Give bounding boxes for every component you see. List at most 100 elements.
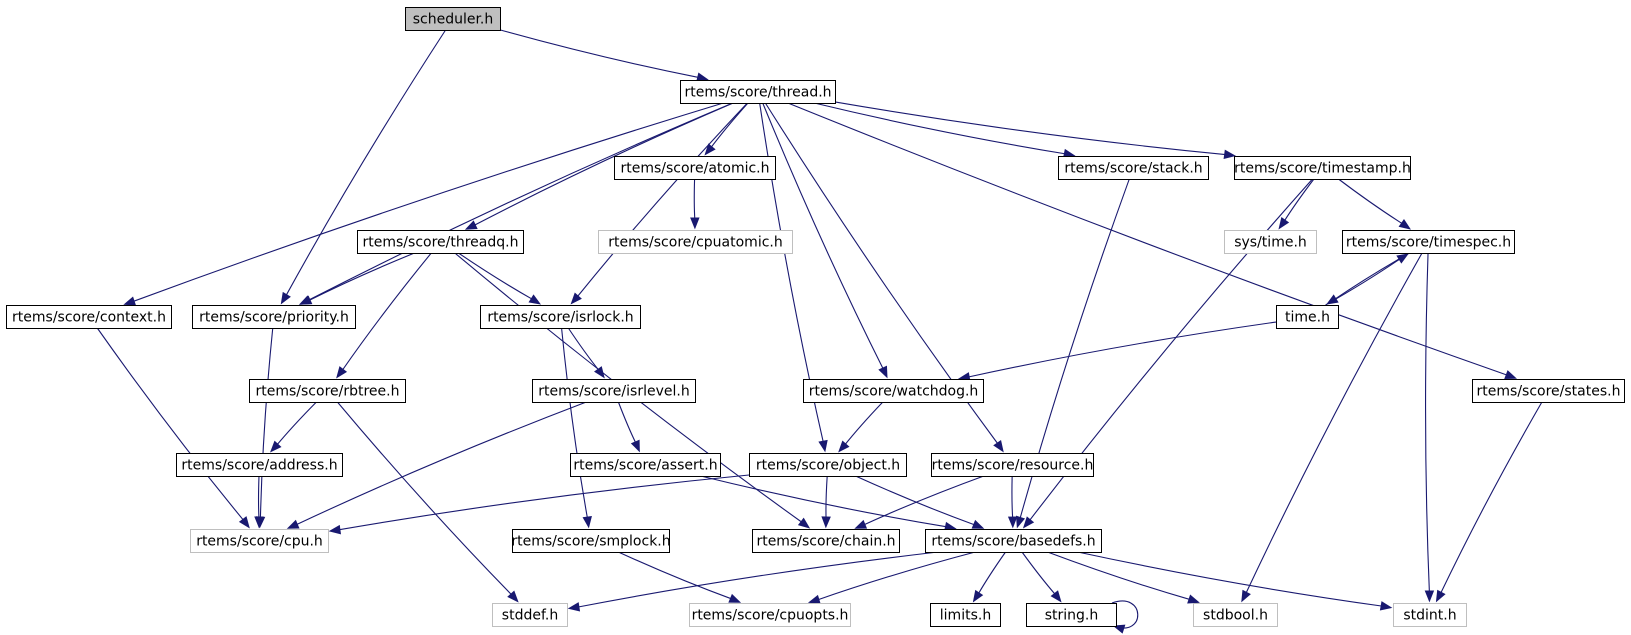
edge-arrowhead	[570, 292, 582, 305]
node-isrlock[interactable]: rtems/score/isrlock.h	[480, 305, 641, 329]
edge-basedefs-to-cpuopts	[807, 551, 976, 604]
node-assert[interactable]: rtems/score/assert.h	[570, 453, 721, 477]
node-limits[interactable]: limits.h	[930, 603, 1001, 627]
edge-basedefs-to-limits	[972, 551, 1006, 603]
node-watchdog[interactable]: rtems/score/watchdog.h	[803, 379, 984, 403]
node-label: rtems/score/timespec.h	[1346, 235, 1511, 251]
node-box	[680, 80, 836, 104]
node-label: rtems/score/timestamp.h	[1234, 161, 1411, 177]
edge-line	[977, 551, 1006, 595]
edge-line	[618, 551, 733, 600]
node-box	[1193, 603, 1278, 627]
edge-arrowhead	[728, 593, 742, 603]
edge-arrowhead	[993, 440, 1004, 453]
edge-rbtree-to-stddef	[336, 401, 519, 603]
node-basedefs[interactable]: rtems/score/basedefs.h	[925, 529, 1102, 553]
node-priority[interactable]: rtems/score/priority.h	[192, 305, 356, 329]
node-label: rtems/score/address.h	[181, 458, 337, 474]
node-timestamp[interactable]: rtems/score/timestamp.h	[1234, 156, 1411, 180]
node-label: limits.h	[940, 608, 991, 624]
edge-arrowhead	[336, 366, 348, 379]
edge-arrowhead	[1241, 589, 1251, 603]
edge-line	[96, 327, 245, 522]
edge-basedefs-to-stdbool	[1047, 551, 1200, 604]
node-cpu[interactable]: rtems/score/cpu.h	[190, 529, 329, 553]
node-label: rtems/score/cpu.h	[196, 534, 323, 550]
node-box	[614, 156, 776, 180]
node-states[interactable]: rtems/score/states.h	[1472, 379, 1625, 403]
edge-arrowhead	[1398, 218, 1411, 230]
node-string[interactable]: string.h	[1026, 603, 1117, 627]
node-label: rtems/score/resource.h	[932, 458, 1094, 474]
node-label: rtems/score/priority.h	[199, 310, 349, 326]
edge-string-to-string	[1111, 600, 1139, 634]
edge-line	[1077, 551, 1384, 607]
edge-thread-to-watchdog	[762, 102, 888, 379]
edge-scheduler-to-priority	[280, 29, 447, 305]
edge-line	[561, 327, 589, 520]
edge-arrowhead	[280, 291, 291, 305]
edge-arrowhead	[1379, 601, 1393, 611]
node-stdint[interactable]: stdint.h	[1393, 603, 1467, 627]
node-label: rtems/score/atomic.h	[620, 161, 769, 177]
node-box	[192, 305, 356, 329]
node-threadq[interactable]: rtems/score/threadq.h	[357, 230, 524, 254]
edge-arrowhead	[270, 440, 282, 453]
node-smplock[interactable]: rtems/score/smplock.h	[511, 529, 671, 553]
node-box	[598, 230, 793, 254]
node-label: rtems/score/stack.h	[1064, 161, 1202, 177]
node-box	[405, 7, 501, 31]
edge-arrowhead	[696, 72, 709, 82]
edge-resource-to-basedefs	[1007, 475, 1018, 529]
node-stack[interactable]: rtems/score/stack.h	[1058, 156, 1209, 180]
edge-line	[834, 101, 1227, 156]
edge-line	[275, 401, 317, 446]
edge-arrowhead	[582, 515, 592, 529]
edge-arrowhead	[1187, 594, 1200, 604]
node-context[interactable]: rtems/score/context.h	[6, 305, 172, 329]
node-box	[512, 529, 670, 553]
node-stdbool[interactable]: stdbool.h	[1193, 603, 1278, 627]
node-rbtree[interactable]: rtems/score/rbtree.h	[249, 379, 406, 403]
node-resource[interactable]: rtems/score/resource.h	[931, 453, 1094, 477]
node-label: rtems/score/cpuopts.h	[692, 608, 849, 624]
node-thread[interactable]: rtems/score/thread.h	[680, 80, 836, 104]
node-box	[1234, 156, 1411, 180]
edge-smplock-to-cpuopts	[618, 551, 742, 603]
node-timespec[interactable]: rtems/score/timespec.h	[1342, 230, 1515, 254]
node-label: time.h	[1285, 310, 1330, 326]
node-cpuopts[interactable]: rtems/score/cpuopts.h	[689, 603, 851, 627]
node-object[interactable]: rtems/score/object.h	[749, 453, 907, 477]
edge-arrowhead	[286, 519, 300, 529]
node-box	[532, 379, 696, 403]
edge-arrowhead	[1396, 253, 1409, 264]
edge-line	[1425, 252, 1430, 594]
edge-arrowhead	[818, 439, 828, 453]
node-chain[interactable]: rtems/score/chain.h	[752, 529, 900, 553]
edge-line	[1245, 252, 1423, 595]
node-cpuatomic[interactable]: rtems/score/cpuatomic.h	[598, 230, 793, 254]
edge-arrowhead	[821, 516, 831, 529]
edge-line	[693, 178, 696, 221]
node-label: rtems/score/isrlock.h	[487, 310, 633, 326]
node-atomic[interactable]: rtems/score/atomic.h	[614, 156, 776, 180]
edge-watchdog-to-object	[838, 401, 884, 453]
node-stddef[interactable]: stddef.h	[492, 603, 568, 627]
node-isrlevel[interactable]: rtems/score/isrlevel.h	[532, 379, 696, 403]
edge-arrowhead	[1022, 516, 1035, 529]
edge-context-to-cpu	[96, 327, 250, 529]
node-box	[6, 305, 172, 329]
edge-resource-to-chain	[854, 475, 984, 529]
edge-arrowhead	[1435, 589, 1446, 603]
edge-arrowhead	[594, 366, 605, 379]
node-label: rtems/score/basedefs.h	[931, 534, 1095, 550]
edge-thread-to-timestamp	[834, 101, 1236, 160]
node-address[interactable]: rtems/score/address.h	[176, 453, 343, 477]
edge-atomic-to-cpuatomic	[690, 178, 700, 230]
edge-line	[1011, 475, 1014, 520]
node-systime[interactable]: sys/time.h	[1224, 230, 1317, 254]
node-label: rtems/score/rbtree.h	[256, 384, 400, 400]
node-scheduler[interactable]: scheduler.h	[405, 7, 501, 31]
node-timeh[interactable]: time.h	[1276, 305, 1339, 329]
edge-line	[131, 102, 724, 303]
